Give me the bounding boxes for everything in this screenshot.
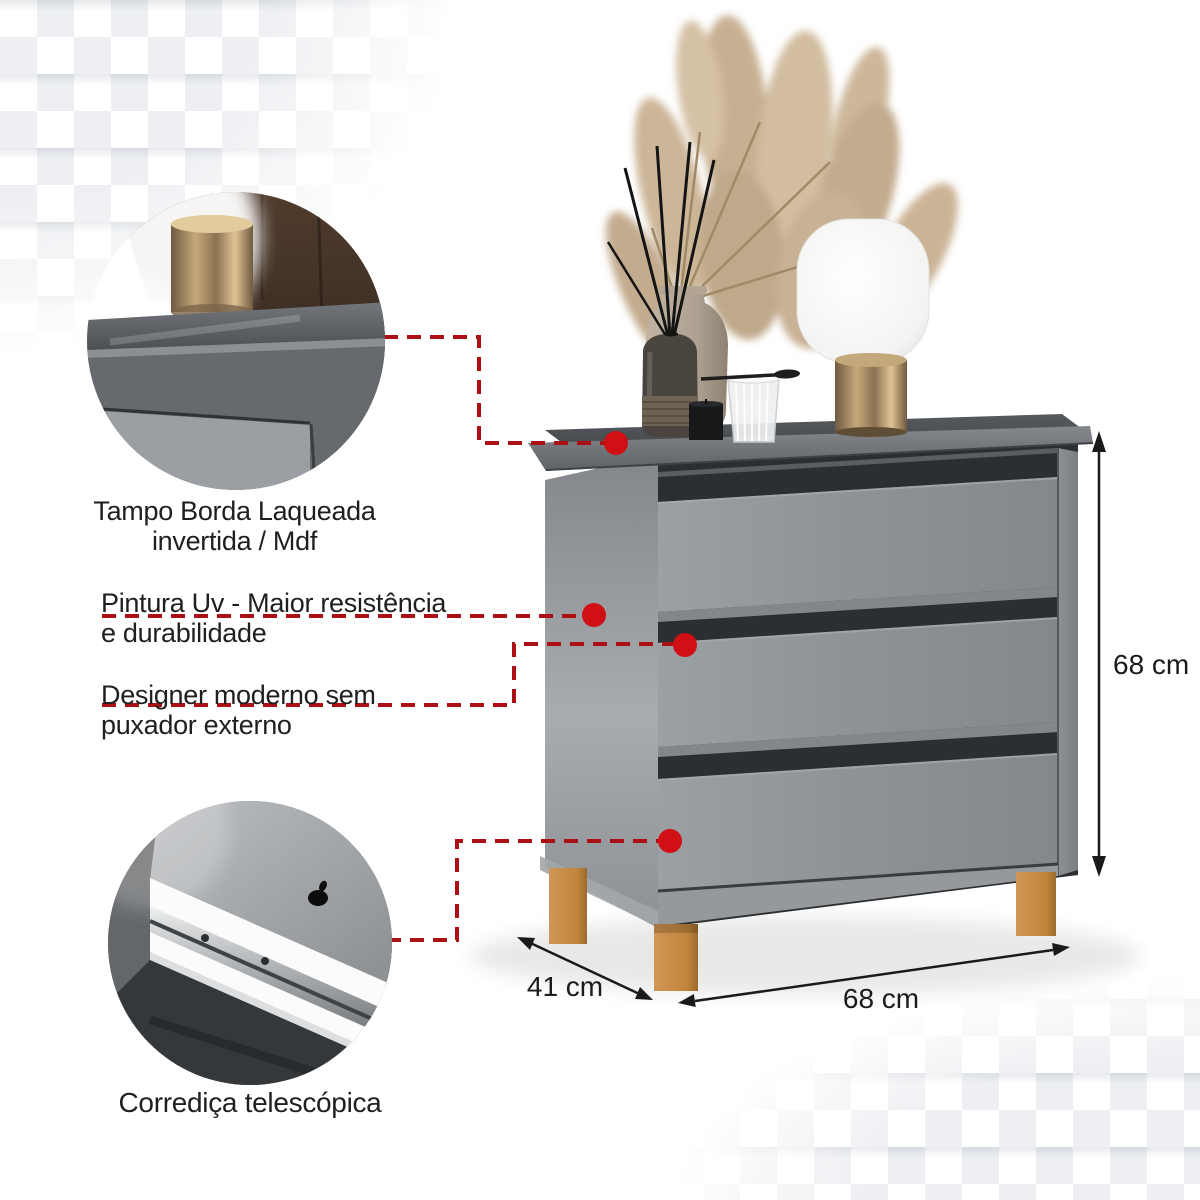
- reed-diffuser: [642, 331, 698, 437]
- drawer-1-highlight: [657, 477, 1059, 504]
- drawer-front-2: [658, 617, 1058, 747]
- leg-front-left-shadow: [654, 924, 698, 933]
- inset-top-photo: [87, 192, 385, 490]
- recess-sliver-middle: [658, 587, 1058, 622]
- decor: [606, 15, 958, 443]
- leg-front-right: [1016, 872, 1056, 936]
- diffuser-mouth: [664, 331, 678, 337]
- drawer-closeup: [87, 410, 310, 490]
- lamp-base-closeup: [171, 215, 253, 320]
- arrowhead-up-left: [517, 937, 535, 950]
- dresser-right-stile: [1058, 448, 1078, 876]
- callout-dot-designer: [673, 633, 697, 657]
- tampo-line-2: invertida / Mdf: [151, 525, 318, 556]
- drawer-front-1: [658, 477, 1058, 612]
- dresser-top-bevel: [528, 426, 1093, 471]
- callout-line-designer: [102, 642, 685, 707]
- lamp-base-top: [835, 353, 907, 367]
- callout-line-corredica: [391, 839, 670, 942]
- pintura-line-2: e durabilidade: [101, 617, 267, 648]
- depth-dimension-label: 41 cm: [527, 971, 603, 1002]
- inset-bottom-photo: [108, 801, 392, 1085]
- dresser: [528, 414, 1094, 991]
- dimension-height: 68 cm: [1092, 431, 1189, 877]
- spoon: [700, 369, 800, 381]
- callout-label-tampo: Tampo Borda Laqueada invertida / Mdf: [92, 496, 377, 556]
- diffuser-reeds: [606, 141, 716, 337]
- arrowhead-right: [1052, 943, 1070, 956]
- corredica-line-1: Corrediça telescópica: [118, 1087, 382, 1118]
- rail-slot: [149, 919, 392, 1031]
- glass-ribs: [735, 379, 769, 442]
- drawer-side-shade: [150, 952, 392, 1068]
- floor-shadow: [470, 916, 1140, 996]
- tabletop-closeup: [87, 302, 385, 352]
- apple-logo-mark: [308, 880, 328, 906]
- leg-rear-left: [549, 868, 587, 944]
- rope-texture: [642, 401, 698, 424]
- height-dimension-label: 68 cm: [1113, 649, 1189, 680]
- pintura-line-1: Pintura Uv - Maior resistência: [101, 588, 447, 618]
- drawer-3-highlight: [657, 753, 1059, 781]
- arrowhead-up: [1092, 431, 1106, 452]
- callout-label-pintura: Pintura Uv - Maior resistência e durabil…: [101, 588, 531, 648]
- dresser-side-panel: [545, 455, 658, 928]
- table-lamp: [796, 218, 930, 437]
- callout-label-corredica: Corrediça telescópica: [100, 1087, 400, 1119]
- arrowhead-down-right: [635, 987, 653, 1000]
- candle: [689, 399, 723, 440]
- base-shadow-line: [657, 862, 1059, 893]
- rail-screw-1: [201, 934, 209, 942]
- designer-line-2: puxador externo: [101, 709, 292, 740]
- callout-dots: [582, 431, 697, 853]
- dresser-legs: [549, 868, 1056, 991]
- width-dimension-label: 68 cm: [843, 983, 919, 1014]
- top-bevel-shadow: [545, 442, 1094, 471]
- leg-front-left: [654, 924, 698, 991]
- designer-line-1: Designer moderno sem: [101, 680, 376, 710]
- lamp-base-bottom: [835, 427, 907, 437]
- callout-dot-tampo: [604, 431, 628, 455]
- drawer-front-3: [658, 753, 1058, 890]
- recess-sliver-bottom: [658, 722, 1058, 757]
- callout-dot-pintura: [582, 603, 606, 627]
- dimension-width: 68 cm: [678, 943, 1070, 1014]
- arrowhead-left: [678, 994, 696, 1007]
- glass-cup: [726, 374, 780, 443]
- lamp-base: [835, 360, 907, 432]
- dimension-depth: 41 cm: [517, 937, 653, 1002]
- drawer-2-highlight: [657, 617, 1059, 645]
- dresser-base-band: [658, 863, 1058, 926]
- drawer-seam-closeup: [87, 406, 311, 425]
- tabletop-reflection: [109, 314, 301, 346]
- callout-lines: [102, 335, 685, 942]
- recess-sliver-top: [658, 448, 1058, 477]
- rail-screw-2: [261, 957, 269, 965]
- callout-label-designer: Designer moderno sem puxador externo: [101, 680, 531, 740]
- tampo-line-1: Tampo Borda Laqueada: [93, 496, 376, 526]
- callout-dot-corredica: [658, 829, 682, 853]
- under-drawer-dark: [108, 960, 392, 1085]
- callout-line-tampo: [384, 335, 616, 445]
- lamp-shade: [796, 218, 930, 364]
- photo-glow-3: [108, 801, 230, 910]
- arrowhead-down: [1092, 856, 1106, 877]
